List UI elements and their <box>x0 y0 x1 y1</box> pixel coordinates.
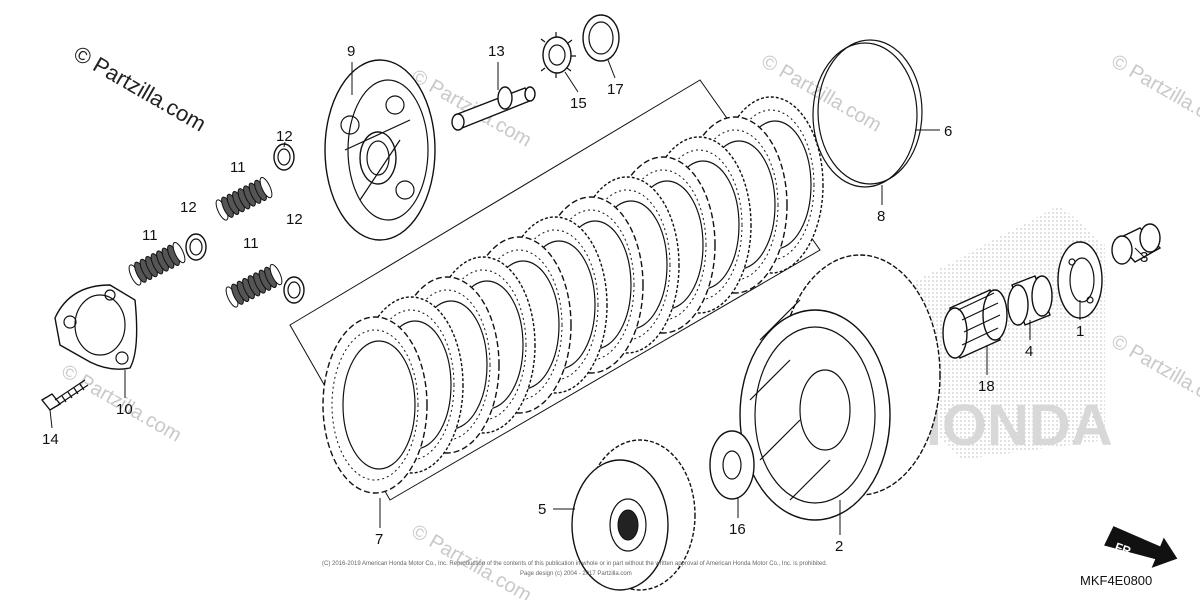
clutch-plates-stack <box>322 96 824 494</box>
callout-16: 16 <box>729 521 746 538</box>
callout-13: 13 <box>488 43 505 60</box>
part-15-lifter-piece <box>540 32 576 78</box>
callout-8: 8 <box>877 208 885 225</box>
callout-15: 15 <box>570 95 587 112</box>
diagram-code: MKF4E0800 <box>1080 573 1152 588</box>
callout-9: 9 <box>347 43 355 60</box>
callout-18: 18 <box>978 378 995 395</box>
part-8-wire-ring <box>812 39 923 188</box>
callout-6: 6 <box>944 123 952 140</box>
callout-4: 4 <box>1025 343 1033 360</box>
copyright-line-2: Page design (c) 2004 - 2017 Partzilla.co… <box>520 571 632 577</box>
leader-lines <box>49 59 1146 535</box>
part-10-cover-plate <box>54 284 138 370</box>
callout-17: 17 <box>607 81 624 98</box>
spring <box>128 241 186 286</box>
callout-2: 2 <box>835 538 843 555</box>
watermark-faint: © Partzilla.com <box>1108 330 1200 416</box>
spring <box>225 263 283 308</box>
part-2-clutch-outer <box>739 254 941 521</box>
part-16-thrust-washer <box>709 430 755 500</box>
part-13-lifter-rod <box>451 86 536 131</box>
callout-12: 12 <box>276 128 293 145</box>
part-1-gear-plate <box>1057 241 1103 319</box>
part-9-pressure-plate <box>324 59 436 241</box>
callout-11: 11 <box>243 235 259 252</box>
callout-11: 11 <box>142 227 158 244</box>
callout-12: 12 <box>286 211 303 228</box>
part-5-clutch-center <box>571 439 696 591</box>
clutch-plate <box>322 316 428 494</box>
watermark-faint: © Partzilla.com <box>1108 50 1200 136</box>
copyright-line-1: (C) 2016-2019 American Honda Motor Co., … <box>322 561 828 567</box>
part-12-washers <box>185 143 305 304</box>
callout-1: 1 <box>1076 323 1084 340</box>
callout-11: 11 <box>230 159 246 176</box>
watermark-main: © Partzilla.com <box>70 41 211 137</box>
callout-10: 10 <box>116 401 133 418</box>
callout-3: 3 <box>1140 249 1148 266</box>
part-3-bushing <box>1111 223 1162 265</box>
part-17-washer <box>582 14 620 62</box>
callout-12: 12 <box>180 199 197 216</box>
callout-14: 14 <box>42 431 59 448</box>
direction-label: FR. <box>1113 540 1136 560</box>
part-18-needle-bearing <box>942 289 1008 359</box>
callout-7: 7 <box>375 531 383 548</box>
spring <box>215 176 273 221</box>
callouts: 9 13 15 17 6 8 3 1 4 18 2 16 5 7 10 14 1… <box>42 43 1148 555</box>
part-4-collar <box>1007 275 1053 326</box>
front-direction-arrow: FR. <box>1104 526 1178 568</box>
part-11-springs <box>128 176 283 308</box>
callout-5: 5 <box>538 501 546 518</box>
part-14-bolt <box>40 379 89 411</box>
